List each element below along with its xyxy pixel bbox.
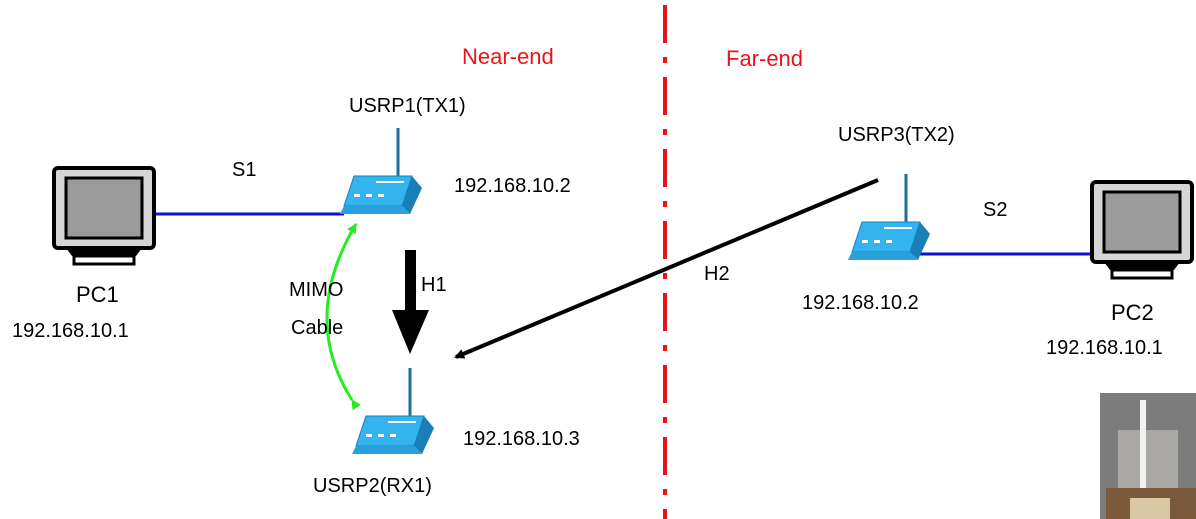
cable-label: Cable bbox=[291, 317, 343, 339]
far-end-label: Far-end bbox=[726, 46, 803, 71]
usrp1-device-icon bbox=[338, 126, 424, 216]
s2-label: S2 bbox=[983, 199, 1007, 221]
pc2-name: PC2 bbox=[1111, 300, 1154, 325]
usrp2-ip: 192.168.10.3 bbox=[463, 428, 580, 450]
pc1-computer-icon bbox=[52, 166, 156, 266]
near-end-label: Near-end bbox=[462, 44, 554, 69]
usrp3-name: USRP3(TX2) bbox=[838, 124, 955, 146]
usrp1-name: USRP1(TX1) bbox=[349, 95, 466, 117]
hardware-photo-inset bbox=[1100, 393, 1196, 519]
usrp2-name: USRP2(RX1) bbox=[313, 475, 432, 497]
h1-label: H1 bbox=[421, 274, 447, 296]
h2-channel-arrow bbox=[454, 178, 879, 359]
pc1-name: PC1 bbox=[76, 282, 119, 307]
mimo-label: MIMO bbox=[289, 279, 343, 301]
pc1-ip: 192.168.10.1 bbox=[12, 320, 129, 342]
usrp3-ip: 192.168.10.2 bbox=[802, 292, 919, 314]
mimo-cable-arrow bbox=[325, 223, 362, 411]
usrp1-ip: 192.168.10.2 bbox=[454, 175, 571, 197]
pc2-ip: 192.168.10.1 bbox=[1046, 337, 1163, 359]
usrp2-device-icon bbox=[350, 366, 436, 456]
pc2-computer-icon bbox=[1090, 180, 1194, 280]
h2-label: H2 bbox=[704, 263, 730, 285]
h1-channel-arrow bbox=[392, 250, 429, 354]
s1-label: S1 bbox=[232, 159, 256, 181]
